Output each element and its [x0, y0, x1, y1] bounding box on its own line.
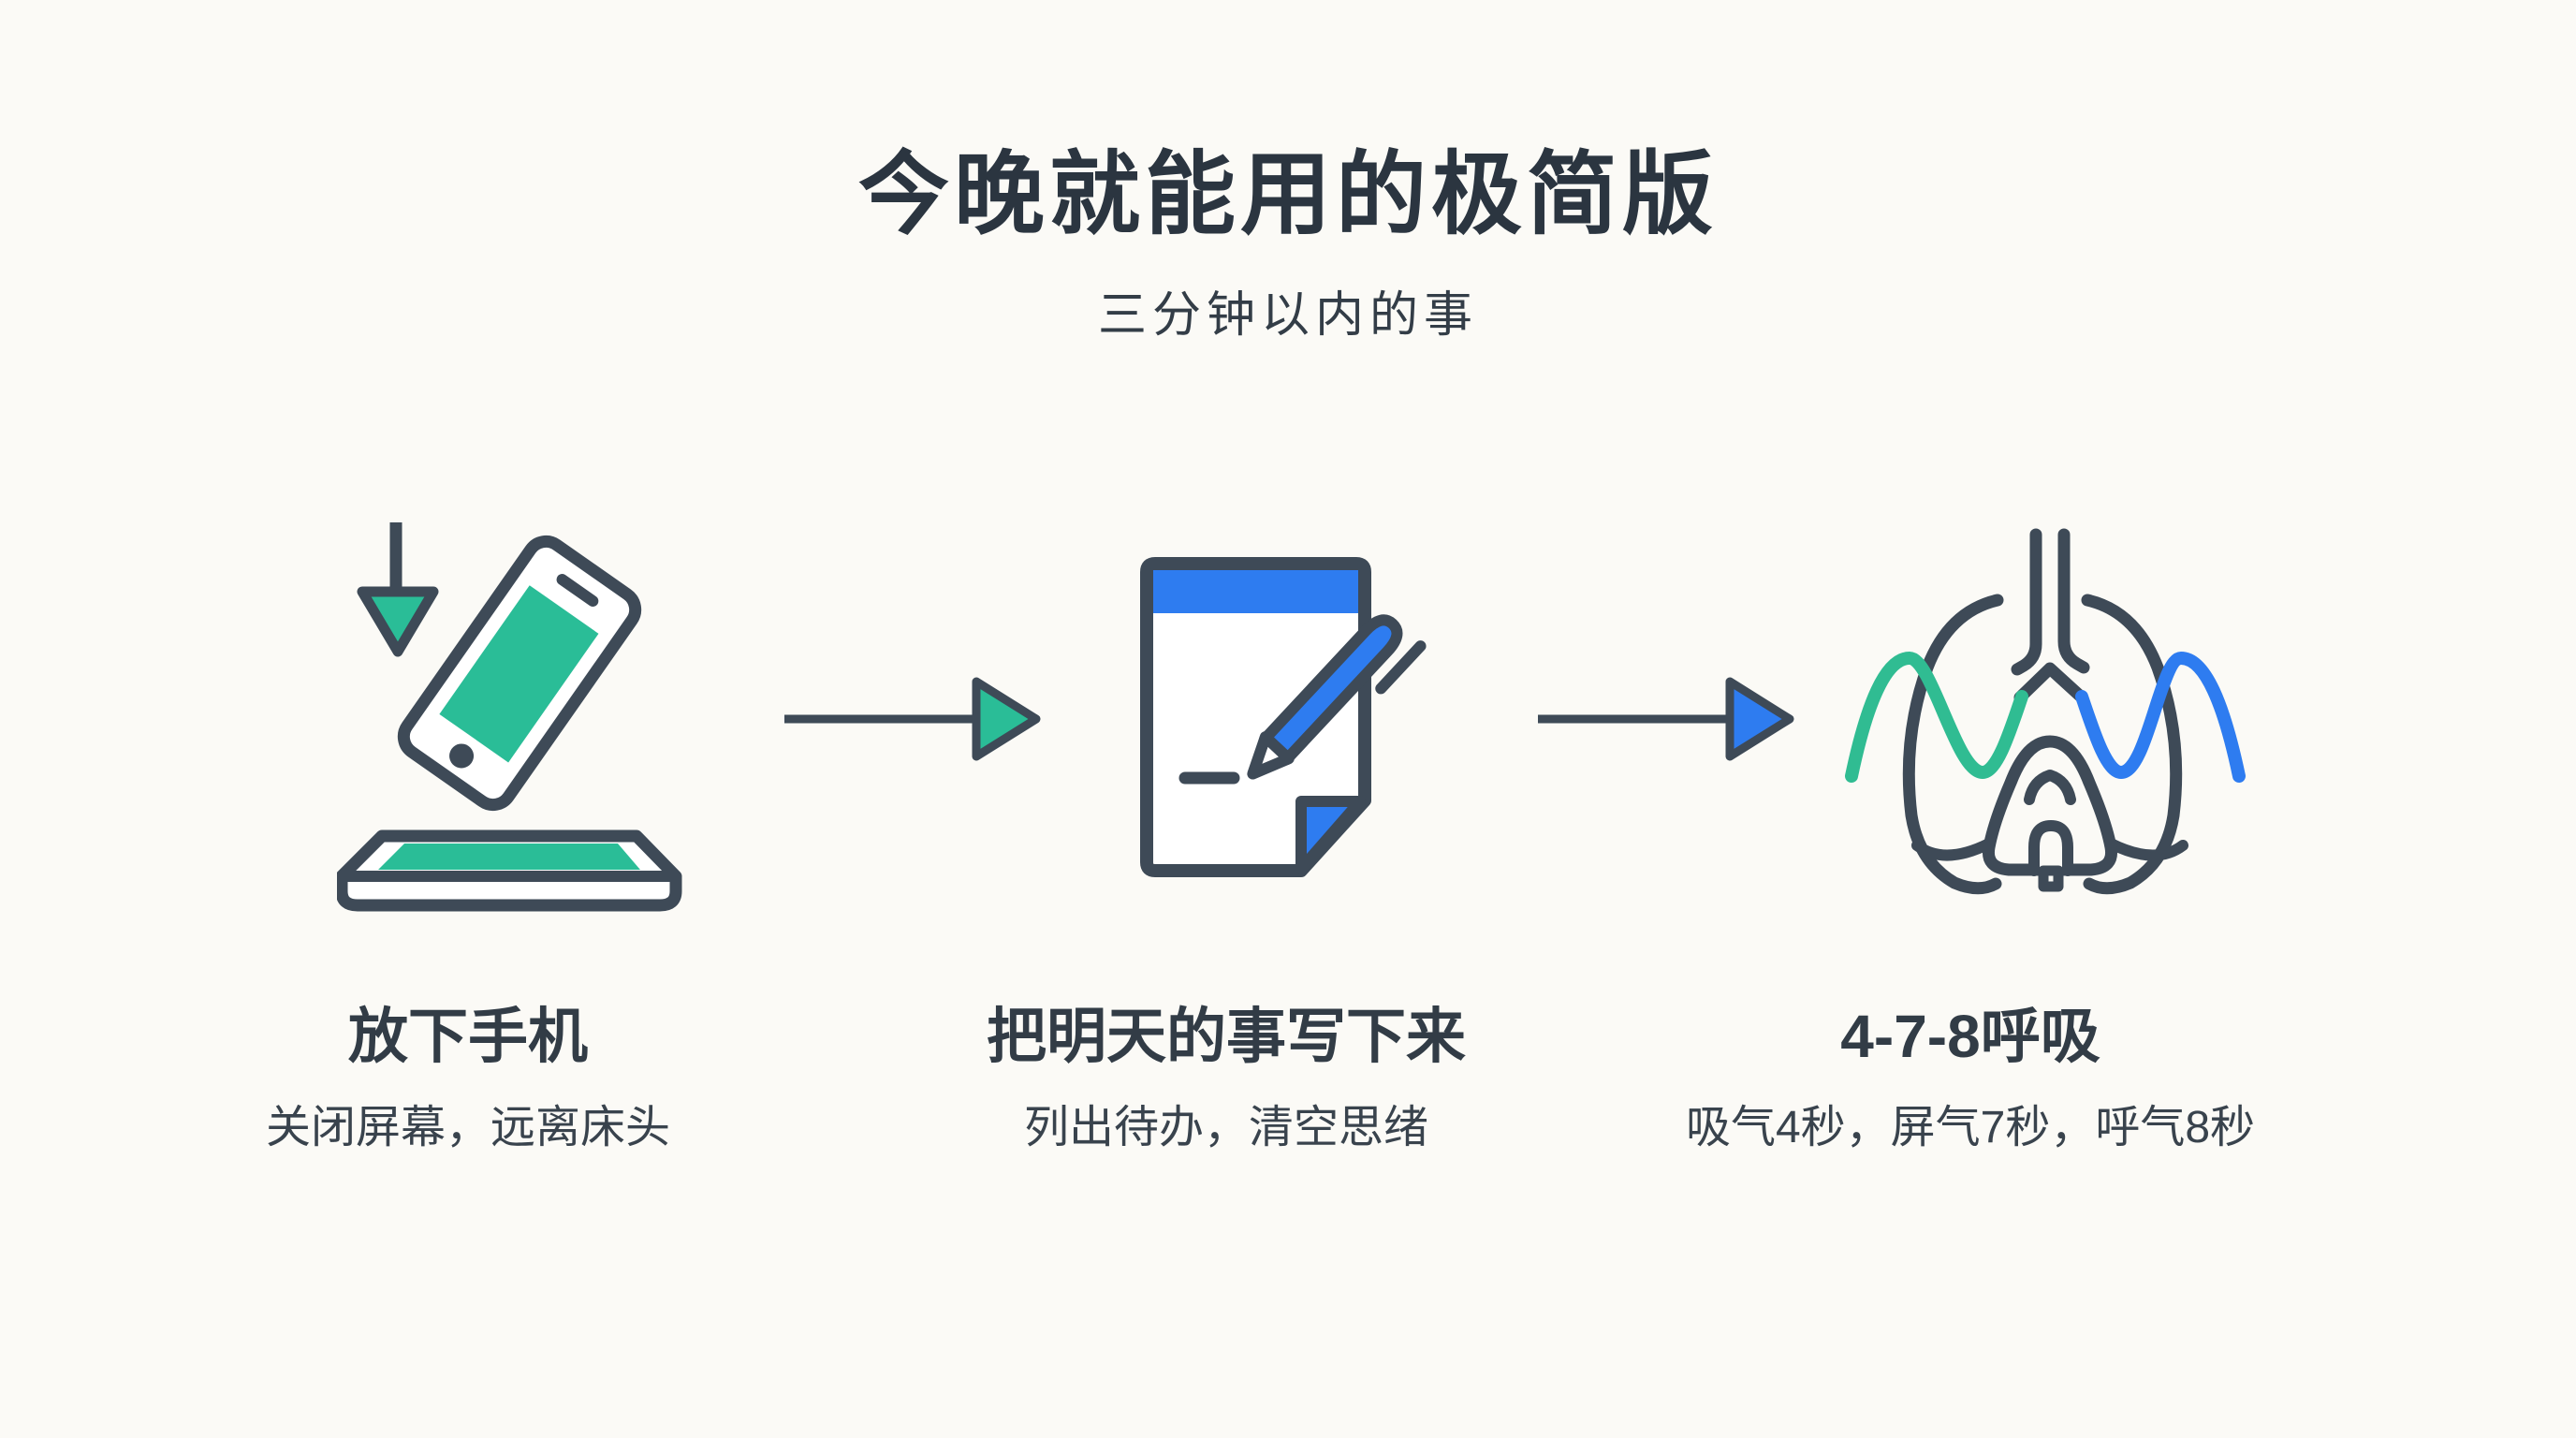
arrow-right-icon [784, 677, 1041, 761]
lung-right-outline [2081, 594, 2183, 895]
step-description-put-down-phone: 关闭屏幕，远离床头 [265, 1103, 670, 1152]
trachea-right [2057, 528, 2090, 674]
mask-outline [1982, 735, 2118, 876]
mask-valve [2028, 820, 2073, 876]
tray [337, 829, 682, 912]
step-title-put-down-phone: 放下手机 [348, 1003, 588, 1070]
step-title-write-tomorrow: 把明天的事写下来 [987, 1003, 1466, 1070]
notepad-page [1140, 557, 1371, 877]
lung-left-outline [1902, 594, 2004, 895]
page-subtitle: 三分钟以内的事 [1097, 288, 1478, 343]
notepad-pen-icon [1140, 557, 1427, 877]
breath-wave-blue [2075, 652, 2246, 783]
mask-nose [2024, 770, 2076, 805]
pen [1247, 614, 1427, 780]
step-description-write-tomorrow: 列出待办，清空思绪 [1023, 1103, 1428, 1152]
mask-strap-right [2105, 838, 2188, 861]
notepad-header-band [1153, 570, 1358, 613]
page-title: 今晚就能用的极简版 [858, 143, 1718, 245]
mask-valve-port [2038, 865, 2064, 892]
step-description-478-breathing: 吸气4秒，屏气7秒，呼气8秒 [1685, 1103, 2256, 1152]
folded-corner [1295, 796, 1366, 874]
step-title-478-breathing: 4-7-8呼吸 [1840, 1003, 2100, 1070]
arrow-head-green [972, 677, 1041, 761]
down-arrow-head [357, 586, 439, 657]
arrow-right-icon [1538, 677, 1794, 761]
trachea-left [2011, 528, 2042, 676]
chevron [2013, 662, 2088, 704]
lungs-breathing-icon [1845, 528, 2246, 895]
mask-strap-left [1911, 838, 1995, 861]
phone [397, 535, 642, 812]
arrow-head-blue [1725, 677, 1794, 761]
breath-wave-green [1845, 652, 2028, 783]
phone-put-down-icon [337, 522, 682, 912]
